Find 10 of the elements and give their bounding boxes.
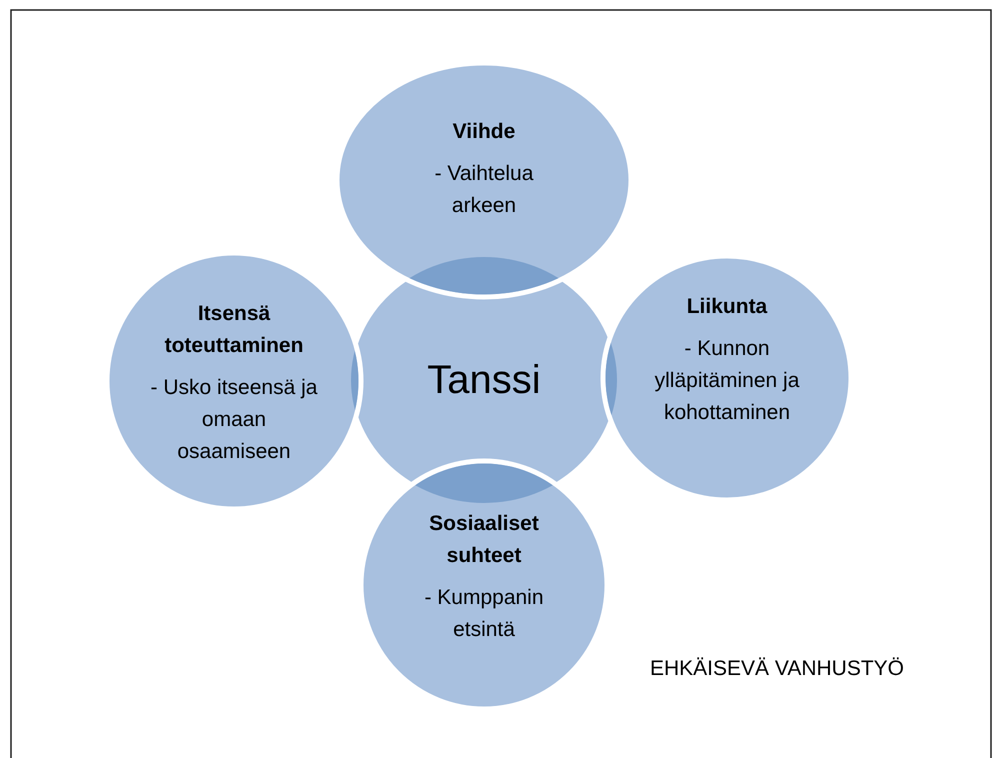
topic-heading: Liikunta [686, 294, 768, 320]
note-text: EHKÄISEVÄ VANHUSTYÖ [650, 657, 904, 681]
topic-description: - Kunnon ylläpitäminen ja kohottaminen [654, 336, 800, 426]
topic-description: - Kumppanin etsintä [423, 585, 545, 643]
topic-heading: Itsensä toteuttaminen [164, 301, 304, 359]
topic-description: - Usko itseensä ja omaan osaamiseen [150, 375, 318, 465]
topic-heading: Sosiaaliset suhteet [428, 511, 540, 569]
topic-heading: Viihde [452, 119, 516, 145]
topic-description: - Vaihtelua arkeen [434, 161, 534, 219]
center-title: Tanssi [426, 357, 542, 404]
